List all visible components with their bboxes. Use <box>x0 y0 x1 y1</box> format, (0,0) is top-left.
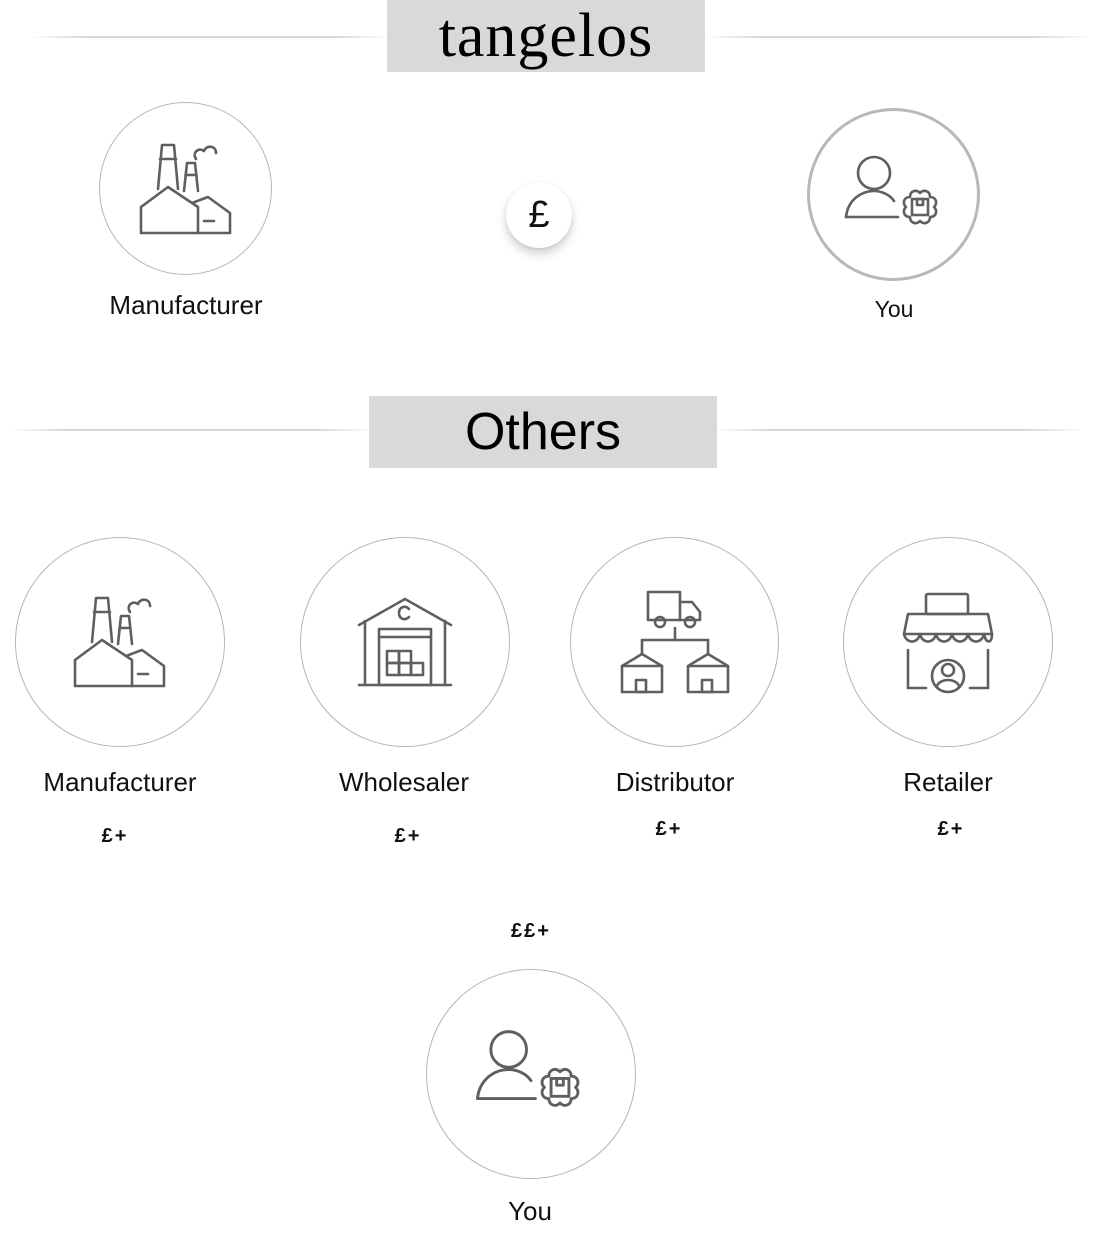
others-you-circle <box>426 969 636 1179</box>
direct-you-circle <box>807 108 980 281</box>
others-final-price: ££+ <box>511 920 551 942</box>
direct-price-badge: £ <box>506 182 572 248</box>
others-rule-right <box>714 429 1084 431</box>
others-manufacturer-price: £+ <box>101 825 129 847</box>
others-wholesaler-price: £+ <box>394 825 422 847</box>
brand-title: tangelos <box>387 0 705 72</box>
warehouse-icon <box>357 597 453 687</box>
store-icon <box>902 592 994 694</box>
others-title: Others <box>369 396 717 468</box>
others-manufacturer-label: Manufacturer <box>43 767 197 797</box>
direct-manufacturer-circle <box>99 102 272 275</box>
others-wholesaler-circle <box>300 537 510 747</box>
factory-icon <box>73 596 166 688</box>
factory-icon <box>139 143 231 234</box>
brand-rule-left <box>30 36 390 38</box>
direct-manufacturer-label: Manufacturer <box>109 290 263 320</box>
others-manufacturer-circle <box>15 537 225 747</box>
customer-icon <box>476 1030 580 1107</box>
others-distributor-price: £+ <box>655 818 683 840</box>
others-wholesaler-label: Wholesaler <box>338 767 470 797</box>
others-distributor-label: Distributor <box>615 767 735 797</box>
others-distributor-circle <box>570 537 779 747</box>
others-you-label: You <box>508 1196 552 1226</box>
direct-you-label: You <box>874 296 914 322</box>
customer-icon <box>844 155 937 224</box>
brand-rule-right <box>702 36 1092 38</box>
others-rule-left <box>10 429 372 431</box>
others-retailer-price: £+ <box>937 818 965 840</box>
others-retailer-label: Retailer <box>903 767 993 797</box>
distribution-icon <box>620 590 729 694</box>
others-retailer-circle <box>843 537 1053 747</box>
